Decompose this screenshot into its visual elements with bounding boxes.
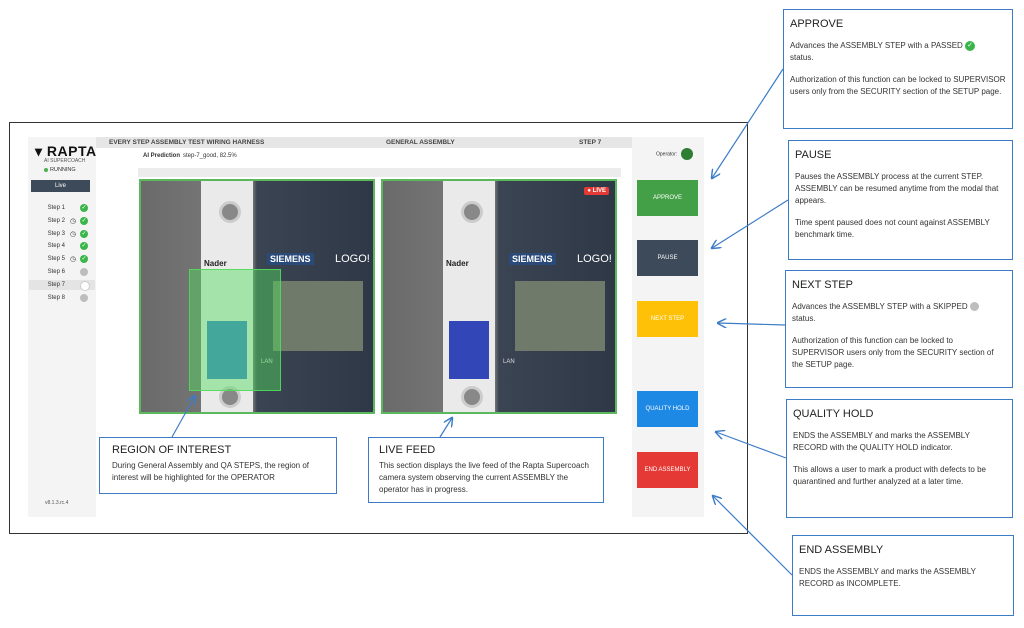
status-dot-icon	[80, 293, 88, 302]
breaker-image: Nader	[443, 181, 495, 412]
prediction-value: step-7_good, 82.5%	[183, 153, 237, 159]
sidebar-step-3[interactable]: Step 3 ◷✓	[29, 229, 95, 239]
clock-icon: ◷	[70, 217, 77, 225]
sidebar-step-1[interactable]: Step 1 ✓	[29, 203, 95, 213]
check-icon: ✓	[80, 229, 88, 238]
sidebar-step-7[interactable]: Step 7	[29, 279, 95, 291]
rapta-logo: ▾ RAPTA	[35, 143, 97, 159]
step-label: Step 1	[47, 205, 65, 211]
status-dot-icon	[44, 167, 48, 172]
callout-approve: APPROVE Advances the ASSEMBLY STEP with …	[783, 9, 1013, 129]
end-assembly-button[interactable]: END ASSEMBLY	[637, 452, 698, 488]
running-status: RUNNING	[44, 167, 76, 173]
check-icon: ✓	[80, 204, 88, 212]
arrow-next-step	[718, 323, 786, 325]
screw-icon	[219, 201, 241, 223]
logo-subtitle: AI SUPERCOACH	[44, 158, 86, 164]
arrow-live-feed	[439, 418, 452, 438]
arrow-end-assembly	[713, 496, 793, 576]
step-label: Step 7	[47, 281, 65, 288]
check-icon: ✓	[80, 216, 88, 225]
sidebar-step-5[interactable]: Step 5 ◷✓	[29, 254, 95, 264]
version-label: v8.1.3.rc.4	[45, 500, 69, 506]
arrow-approve	[712, 68, 784, 178]
operator-indicator[interactable]: Operator:	[656, 148, 693, 160]
screw-icon	[461, 386, 483, 408]
status-dot-icon	[80, 268, 88, 276]
callout-region-of-interest: REGION OF INTEREST During General Assemb…	[99, 437, 337, 494]
breaker-image: Nader	[201, 181, 253, 412]
header-bar: EVERY STEP ASSEMBLY TEST WIRING HARNESS …	[96, 137, 632, 148]
step-label: Step 2	[47, 217, 65, 224]
live-badge: ● LIVE	[584, 187, 609, 195]
current-step: STEP 7	[579, 139, 602, 146]
clock-icon: ◷	[70, 230, 77, 238]
step-label: Step 4	[47, 243, 65, 250]
live-button[interactable]: Live	[31, 180, 90, 192]
status-dot-icon	[80, 280, 90, 291]
check-icon: ✓	[80, 242, 88, 251]
sidebar-step-6[interactable]: Step 6	[29, 267, 95, 277]
pause-button[interactable]: PAUSE	[637, 240, 698, 276]
live-camera-feed: Nader SIEMENS LOGO! LAN ● LIVE	[381, 179, 617, 414]
quality-hold-button[interactable]: QUALITY HOLD	[637, 391, 698, 427]
arrow-quality-hold	[716, 432, 787, 459]
clock-icon: ◷	[70, 256, 77, 264]
step-label: Step 8	[47, 294, 65, 301]
sidebar-step-8[interactable]: Step 8	[29, 293, 95, 303]
sidebar-step-4[interactable]: Step 4 ✓	[29, 241, 95, 251]
callout-quality-hold: QUALITY HOLD ENDS the ASSEMBLY and marks…	[786, 399, 1013, 518]
assembly-mode: GENERAL ASSEMBLY	[386, 139, 455, 146]
screw-icon	[219, 386, 241, 408]
step-label: Step 6	[47, 269, 65, 275]
arrow-pause	[712, 199, 789, 248]
step-label: Step 5	[47, 256, 65, 263]
camera-toolbar	[138, 168, 621, 177]
user-avatar-icon	[680, 148, 693, 160]
skipped-dot-icon	[969, 302, 979, 312]
callout-live-feed: LIVE FEED This section displays the live…	[368, 437, 604, 503]
next-step-button[interactable]: NEXT STEP	[637, 301, 698, 337]
test-name: EVERY STEP ASSEMBLY TEST WIRING HARNESS	[109, 139, 265, 146]
check-icon: ✓	[965, 40, 976, 51]
sidebar	[28, 137, 96, 517]
roi-camera-feed: Nader SIEMENS LOGO! LAN	[139, 179, 375, 414]
callout-pause: PAUSE Pauses the ASSEMBLY process at the…	[788, 140, 1013, 260]
callout-next-step: NEXT STEP Advances the ASSEMBLY STEP wit…	[785, 270, 1013, 388]
screw-icon	[461, 201, 483, 223]
region-of-interest-overlay	[189, 269, 281, 391]
approve-button[interactable]: APPROVE	[637, 180, 698, 216]
arrow-roi	[171, 396, 195, 438]
check-icon: ✓	[80, 255, 88, 264]
step-label: Step 3	[47, 230, 65, 237]
callout-end-assembly: END ASSEMBLY ENDS the ASSEMBLY and marks…	[792, 535, 1014, 616]
sidebar-step-2[interactable]: Step 2 ◷✓	[29, 216, 95, 226]
